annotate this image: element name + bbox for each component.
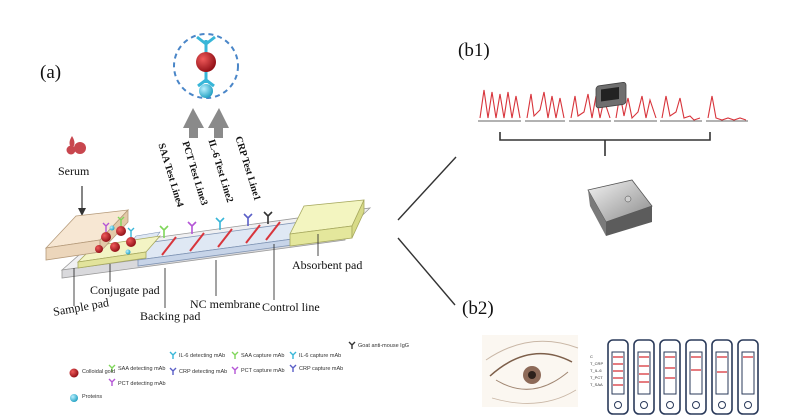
cassette-5 — [711, 339, 733, 415]
callout-nc-membrane: NC membrane — [190, 297, 261, 311]
legend-symbols — [69, 341, 356, 402]
control-line — [265, 221, 281, 241]
cassette-label-c: C — [590, 354, 593, 359]
panel-label-b2: (b2) — [462, 298, 494, 319]
capture-antibodies — [159, 211, 273, 238]
trace-bracket — [499, 132, 711, 156]
test-cassettes — [607, 339, 759, 415]
legend-proteins: Proteins — [82, 394, 103, 400]
nc-membrane — [129, 219, 316, 267]
legend-crp-capture: CRP capture mAb — [299, 366, 344, 372]
test-line-pct — [189, 232, 205, 252]
panel-label-a: (a) — [40, 62, 62, 83]
legend-pct-detecting: PCT detecting mAb — [118, 381, 166, 387]
eye-sketch — [482, 335, 579, 407]
panel-connectors — [397, 156, 457, 306]
callout-absorbent-pad: Absorbent pad — [292, 258, 363, 272]
callout-leaders — [73, 234, 319, 308]
colloidal-gold-particle — [196, 52, 216, 72]
legend-il6-detecting: IL-6 detecting mAb — [179, 353, 226, 359]
cassette-2 — [633, 339, 655, 415]
legend-pct-capture: PCT capture mAb — [241, 368, 285, 374]
legend-crp-detecting: CRP detecting mAb — [179, 369, 228, 375]
serum-drops — [66, 136, 86, 155]
legend-saa-capture: SAA capture mAb — [241, 353, 285, 359]
callout-backing-pad: Backing pad — [140, 309, 201, 323]
cassette-label-il6: T_IL-6 — [590, 368, 602, 373]
zoom-arrows — [183, 108, 229, 138]
test-line-il6 — [217, 228, 233, 248]
callout-serum: Serum — [58, 164, 90, 178]
cassette-1 — [607, 339, 629, 415]
cassette-label-pct: T_PCT — [590, 375, 603, 380]
signal-traces — [479, 89, 747, 121]
cassette-3 — [659, 339, 681, 415]
absorbent-pad — [289, 199, 365, 247]
legend-colloidal-gold: Colloidal gold — [82, 369, 116, 375]
cassette-label-crp: T_CRP — [590, 361, 604, 366]
panel-label-b1: (b1) — [458, 40, 490, 61]
legend-saa-detecting: SAA detecting mAb — [118, 366, 166, 372]
callout-control-line: Control line — [262, 300, 320, 314]
legend-il6-capture: IL-6 capture mAb — [299, 353, 342, 359]
cassette-4 — [685, 339, 707, 415]
test-line-saa — [161, 236, 177, 256]
reader-device — [587, 82, 653, 236]
complex-zoom-circle — [173, 33, 239, 99]
callout-conjugate-pad: Conjugate pad — [90, 283, 160, 297]
conjugate-particles — [95, 216, 136, 255]
legend-goat-antimouse: Goat anti-mouse IgG — [358, 343, 410, 349]
cassette-6 — [737, 339, 759, 415]
test-line-crp — [245, 224, 261, 244]
cassette-label-saa: T_SAA — [590, 382, 603, 387]
